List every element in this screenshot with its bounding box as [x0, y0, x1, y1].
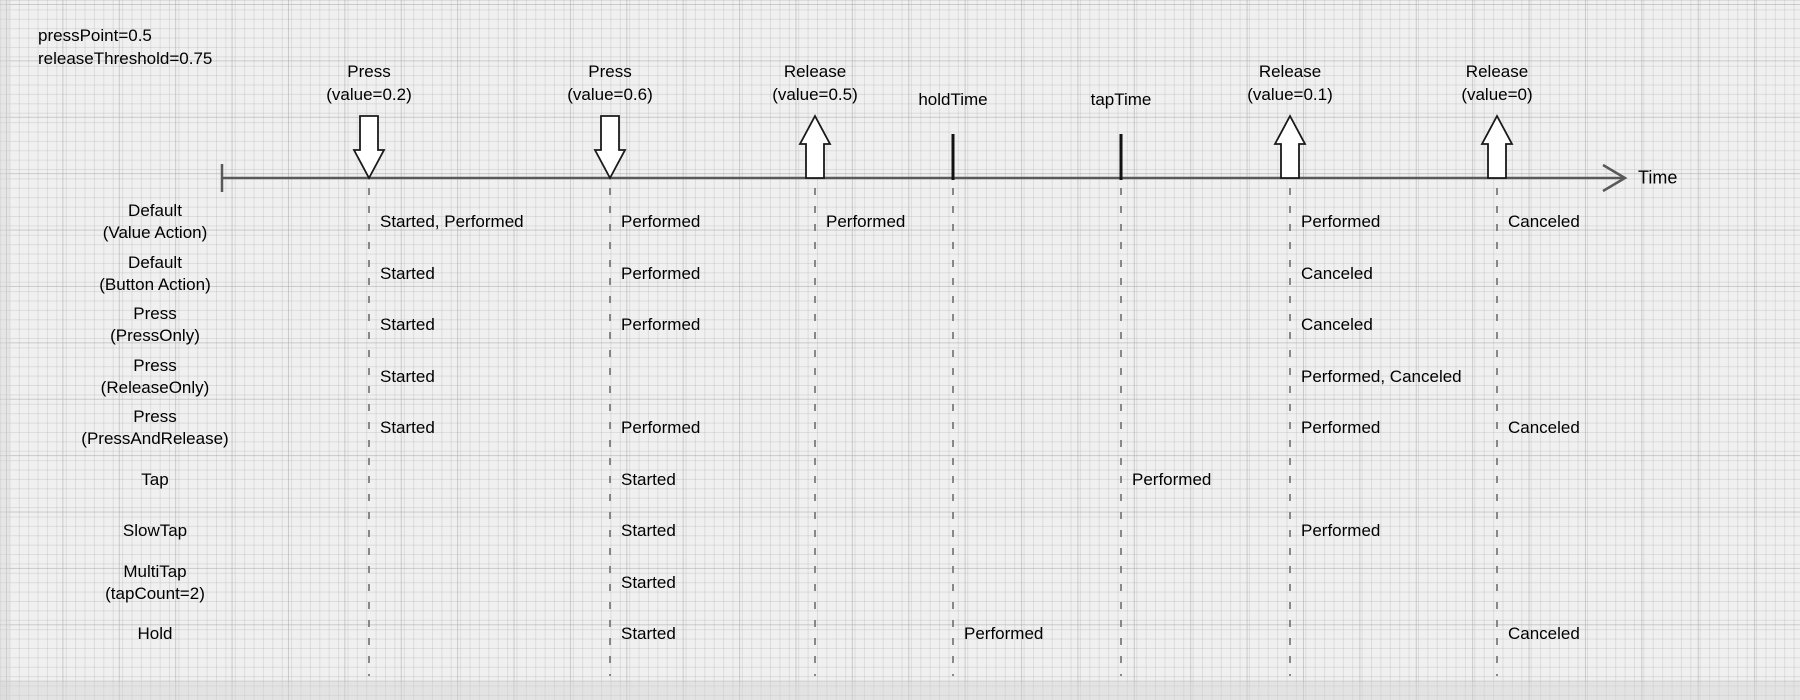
row-label-line2: (PressAndRelease)	[81, 429, 229, 448]
row-label-default-value-action: Default (Value Action)	[103, 200, 208, 244]
row-label-multitap: MultiTap(tapCount=2)	[105, 561, 205, 605]
row-label-line1: Hold	[137, 624, 173, 643]
event-detail: (value=0)	[1461, 85, 1533, 104]
row-cell-default-button-action-release-2: Canceled	[1301, 263, 1373, 283]
row-cell-press-pressonly-press-1: Started	[380, 315, 435, 334]
row-cell-press-pressonly-press-2: Performed	[621, 315, 701, 334]
event-caption-hold-time: holdTime	[918, 88, 987, 111]
row-cell-tap-press-2: Started	[621, 469, 676, 489]
row-cell-default-value-action-press-2: Performed	[621, 212, 701, 231]
event-title: Release	[1258, 62, 1322, 81]
row-label-slowtap: SlowTap	[123, 520, 187, 542]
row-label-press-pressandrelease: Press (PressAndRelease)	[81, 406, 228, 450]
row-cell-default-value-action-press-1: Started, Performed	[380, 212, 524, 231]
row-label-line1: Press	[133, 355, 177, 375]
row-cell-press-releaseonly-press-1: Started	[380, 366, 435, 386]
event-title: Press	[347, 62, 391, 81]
event-caption-release-2: Release (value=0.1)	[1247, 60, 1333, 106]
row-label-line1: Tap	[141, 469, 169, 489]
row-cell-default-value-action-release-2: Performed	[1301, 212, 1381, 231]
row-cell-hold-release-3: Canceled	[1508, 624, 1580, 643]
row-cell-default-value-action-release-1: Performed	[826, 212, 906, 231]
row-label-default-button-action: Default(Button Action)	[99, 252, 211, 296]
event-title: Release	[1465, 62, 1529, 81]
row-cell-default-button-action-press-2: Performed	[621, 263, 701, 283]
event-title: Press	[588, 62, 632, 81]
row-label-line1: Default	[128, 252, 182, 272]
row-cell-multitap-press-2: Started	[621, 572, 676, 592]
row-label-line2: (ReleaseOnly)	[100, 377, 210, 397]
param-releasethreshold: releaseThreshold=0.75	[38, 49, 213, 68]
event-detail: (value=0.5)	[772, 85, 858, 104]
row-label-line1: Default	[128, 201, 182, 220]
event-caption-release-1: Release (value=0.5)	[772, 60, 858, 106]
event-title: holdTime	[918, 90, 988, 109]
row-label-line1: Press	[133, 304, 177, 323]
row-label-line1: MultiTap	[123, 561, 187, 581]
row-label-tap: Tap	[141, 469, 168, 491]
row-label-line2: (tapCount=2)	[105, 583, 205, 603]
row-cell-press-pressandrelease-press-2: Performed	[621, 418, 701, 437]
row-cell-slowtap-press-2: Started	[621, 521, 676, 540]
axis-label-time: Time	[1638, 167, 1678, 188]
row-cell-default-value-action-release-3: Canceled	[1508, 212, 1580, 231]
event-title: tapTime	[1090, 90, 1152, 109]
row-label-press-pressonly: Press (PressOnly)	[110, 303, 200, 347]
row-cell-press-pressandrelease-press-1: Started	[380, 418, 435, 437]
row-cell-default-button-action-press-1: Started	[380, 263, 435, 283]
row-label-line2: (Button Action)	[99, 274, 211, 294]
row-label-line1: SlowTap	[122, 521, 188, 540]
row-label-line2: (PressOnly)	[110, 326, 200, 345]
parameters-note: pressPoint=0.5 releaseThreshold=0.75	[38, 24, 212, 70]
row-cell-press-pressonly-release-2: Canceled	[1301, 315, 1373, 334]
event-detail: (value=0.1)	[1247, 85, 1333, 104]
row-cell-press-pressandrelease-release-3: Canceled	[1508, 418, 1580, 437]
row-label-line1: Press	[133, 407, 177, 426]
event-caption-release-3: Release (value=0)	[1461, 60, 1532, 106]
event-detail: (value=0.6)	[567, 85, 653, 104]
event-title: Release	[783, 62, 847, 81]
row-label-line2: (Value Action)	[102, 223, 208, 242]
row-cell-hold-press-2: Started	[621, 624, 676, 643]
row-cell-press-pressandrelease-release-2: Performed	[1301, 418, 1381, 437]
row-cell-press-releaseonly-release-2: Performed, Canceled	[1301, 366, 1462, 386]
event-detail: (value=0.2)	[326, 85, 412, 104]
row-label-press-releaseonly: Press(ReleaseOnly)	[101, 355, 210, 399]
event-caption-tap-time: tapTime	[1091, 88, 1152, 111]
event-caption-press-2: Press (value=0.6)	[567, 60, 653, 106]
row-label-hold: Hold	[138, 623, 173, 645]
row-cell-slowtap-release-2: Performed	[1301, 521, 1381, 540]
param-presspoint: pressPoint=0.5	[38, 26, 152, 45]
row-cell-hold-hold-time: Performed	[964, 624, 1044, 643]
row-cell-tap-tap-time: Performed	[1132, 469, 1212, 489]
event-caption-press-1: Press (value=0.2)	[326, 60, 412, 106]
